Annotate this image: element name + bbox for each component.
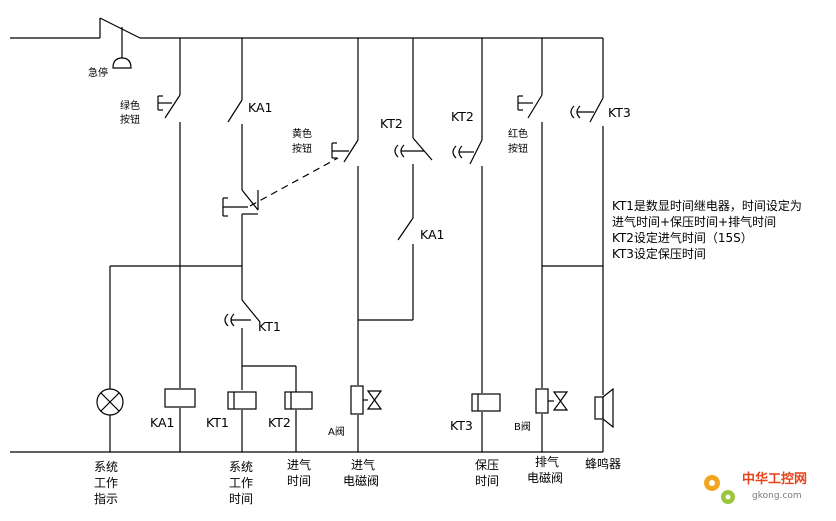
note-line-2: 进气时间+保压时间+排气时间 <box>612 214 776 229</box>
work-time-label-2: 工作 <box>229 476 253 490</box>
emergency-stop-switch <box>99 17 141 69</box>
coil-kt3-label: KT3 <box>450 418 473 433</box>
yellow-button-label-1: 黄色 <box>292 127 312 140</box>
kt2-contact-b-label: KT2 <box>451 109 474 124</box>
exhaust-valve-label-1: 排气 <box>535 454 559 469</box>
note-line-3: KT2设定进气时间（15S） <box>612 230 753 245</box>
kt2-kt3-branch <box>452 38 483 452</box>
valve-b-label: B阀 <box>514 420 531 433</box>
lamp-label-1: 系统 <box>94 460 118 474</box>
work-time-label-1: 系统 <box>229 460 253 474</box>
intake-time-label-1: 进气 <box>287 457 311 472</box>
green-button-branch <box>157 38 181 452</box>
kt1-contact-label: KT1 <box>258 319 281 334</box>
ka1-branch <box>222 38 261 452</box>
green-button-label-1: 绿色 <box>120 99 140 112</box>
red-button-label-2: 按钮 <box>508 142 528 155</box>
hold-time-label-2: 时间 <box>475 474 499 488</box>
red-button-branch <box>517 38 603 452</box>
coil-kt2 <box>284 391 313 410</box>
ka1-contact-2-label: KA1 <box>420 227 444 242</box>
lamp-label-3: 指示 <box>94 491 118 506</box>
valve-a-label: A阀 <box>328 425 345 438</box>
buzzer-label: 蜂鸣器 <box>585 456 621 471</box>
hold-time-label-1: 保压 <box>475 458 499 472</box>
green-button-label-2: 按钮 <box>120 113 140 126</box>
intake-time-label-2: 时间 <box>287 474 311 488</box>
watermark-logo <box>704 475 735 504</box>
coil-kt1-label: KT1 <box>206 415 229 430</box>
coil-ka1 <box>164 388 196 408</box>
hold-rungs <box>109 265 297 452</box>
mechanical-link <box>249 157 339 207</box>
coil-ka1-label: KA1 <box>150 415 174 430</box>
watermark-brand: 中华工控网 <box>742 471 807 487</box>
watermark-url: gkong.com <box>752 491 802 501</box>
valve-b-solenoid <box>535 388 569 414</box>
note-line-1: KT1是数显时间继电器，时间设定为 <box>612 198 802 213</box>
buzzer-symbol <box>594 387 614 429</box>
coil-kt2-label: KT2 <box>268 415 291 430</box>
indicator-lamp <box>96 388 124 416</box>
valve-a-solenoid <box>350 385 383 415</box>
ka1-contact-label: KA1 <box>248 100 272 115</box>
kt2-contact-a-label: KT2 <box>380 116 403 131</box>
yellow-button-label-2: 按钮 <box>292 142 312 155</box>
work-time-label-3: 时间 <box>229 492 253 506</box>
intake-valve-label-1: 进气 <box>351 457 375 472</box>
kt2-ka1-branch <box>394 38 433 320</box>
red-button-label-1: 红色 <box>508 127 528 140</box>
lamp-label-2: 工作 <box>94 476 118 490</box>
exhaust-valve-label-2: 电磁阀 <box>527 470 563 485</box>
coil-kt3 <box>471 393 501 412</box>
kt3-contact-label: KT3 <box>608 105 631 120</box>
estop-label: 急停 <box>88 66 108 79</box>
note-line-4: KT3设定保压时间 <box>612 246 706 261</box>
intake-valve-label-2: 电磁阀 <box>343 473 379 488</box>
coil-kt1 <box>227 391 257 410</box>
kt3-buzzer-branch <box>570 38 604 452</box>
yellow-button-branch <box>331 38 413 452</box>
